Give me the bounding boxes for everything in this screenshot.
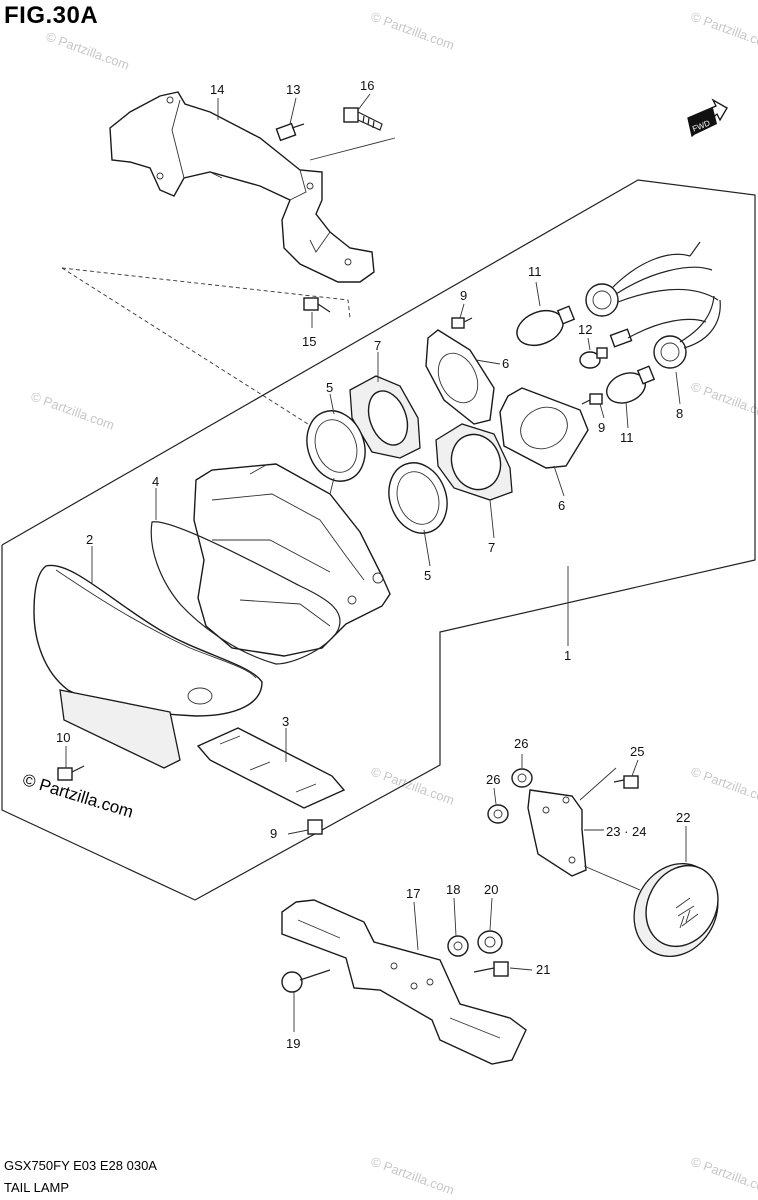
bulb-part — [516, 305, 576, 347]
callout-9: 9 — [270, 826, 277, 841]
callout-5: 5 — [326, 380, 333, 395]
screw-part — [613, 775, 639, 789]
watermark: © Partzilla.com — [689, 9, 758, 53]
screw-part — [307, 819, 323, 835]
bolt-part — [57, 765, 85, 781]
callout-labels: 1 2 3 4 5 5 6 6 7 7 8 9 9 9 10 11 11 12 … — [56, 78, 690, 1051]
license-bracket-part — [281, 899, 527, 1065]
callout-19: 19 — [286, 1036, 300, 1051]
figure-title: FIG.30A — [4, 2, 99, 29]
callout-10: 10 — [56, 730, 70, 745]
callout-21: 21 — [536, 962, 550, 977]
callout-20: 20 — [484, 882, 498, 897]
callout-13: 13 — [286, 82, 300, 97]
watermark: © Partzilla.com — [369, 9, 456, 53]
small-bulb-part — [579, 347, 608, 369]
callout-6: 6 — [558, 498, 565, 513]
washer-part — [447, 935, 469, 957]
bracket-projection-line — [61, 267, 331, 439]
leader-lines — [65, 93, 687, 1032]
nut-part — [487, 804, 509, 824]
callout-17: 17 — [406, 886, 420, 901]
callout-8: 8 — [676, 406, 683, 421]
watermark: © Partzilla.com — [689, 379, 758, 423]
callout-9: 9 — [460, 288, 467, 303]
bulb-part — [606, 365, 656, 404]
callout-7: 7 — [488, 540, 495, 555]
callout-5: 5 — [424, 568, 431, 583]
reflector-bracket-part — [527, 789, 587, 877]
callout-18: 18 — [446, 882, 460, 897]
bracket-part — [109, 91, 375, 283]
nut-part — [477, 930, 503, 954]
callout-9: 9 — [598, 420, 605, 435]
lens-ring-part — [306, 410, 366, 482]
assembly-outline — [1, 179, 756, 901]
callout-6: 6 — [502, 356, 509, 371]
callout-3: 3 — [282, 714, 289, 729]
watermark: © Partzilla.com — [689, 764, 758, 808]
lens-holder-part — [435, 423, 513, 501]
callout-15: 15 — [302, 334, 316, 349]
callout-22: 22 — [676, 810, 690, 825]
watermark: © Partzilla.com — [369, 764, 456, 808]
forward-direction-arrow-icon: FWD — [687, 98, 728, 138]
callout-11: 11 — [620, 430, 634, 445]
bolt-part — [275, 122, 305, 142]
bracket-projection-line — [309, 137, 396, 161]
callout-26: 26 — [486, 772, 500, 787]
reflector-plate-part — [196, 727, 346, 809]
watermark: © Partzilla.com — [689, 1154, 758, 1198]
callout-23-24: 23 · 24 — [606, 824, 646, 839]
screw-part — [451, 317, 473, 329]
lens-ring-part — [388, 462, 448, 534]
section-name: TAIL LAMP — [4, 1180, 70, 1195]
callout-2: 2 — [86, 532, 93, 547]
callout-16: 16 — [360, 78, 374, 93]
watermark-group: © Partzilla.com © Partzilla.com © Partzi… — [29, 9, 758, 1198]
socket-harness-part — [585, 241, 721, 369]
bracket-projection-line — [61, 267, 351, 319]
bolt-part — [303, 297, 331, 313]
screw-part — [281, 969, 331, 993]
model-code: GSX750FY E03 E28 030A — [4, 1158, 157, 1173]
callout-11: 11 — [528, 264, 542, 279]
bolt-part — [473, 961, 509, 977]
seal-part — [150, 521, 341, 665]
gasket-part — [499, 387, 589, 469]
watermark: © Partzilla.com — [29, 389, 116, 433]
screw-part — [581, 393, 603, 405]
tail-lens-part — [33, 564, 263, 769]
nut-part — [511, 768, 533, 788]
gasket-part — [425, 329, 495, 425]
lens-holder-part — [349, 375, 421, 459]
rear-reflector-part — [633, 862, 719, 958]
callout-25: 25 — [630, 744, 644, 759]
callout-1: 1 — [564, 648, 571, 663]
watermark: © Partzilla.com — [369, 1154, 456, 1198]
callout-4: 4 — [152, 474, 159, 489]
screw-part — [343, 107, 383, 131]
callout-26: 26 — [514, 736, 528, 751]
callout-7: 7 — [374, 338, 381, 353]
tail-lamp-housing-part — [193, 463, 391, 657]
watermark: © Partzilla.com — [44, 29, 131, 73]
callout-12: 12 — [578, 322, 592, 337]
callout-14: 14 — [210, 82, 224, 97]
